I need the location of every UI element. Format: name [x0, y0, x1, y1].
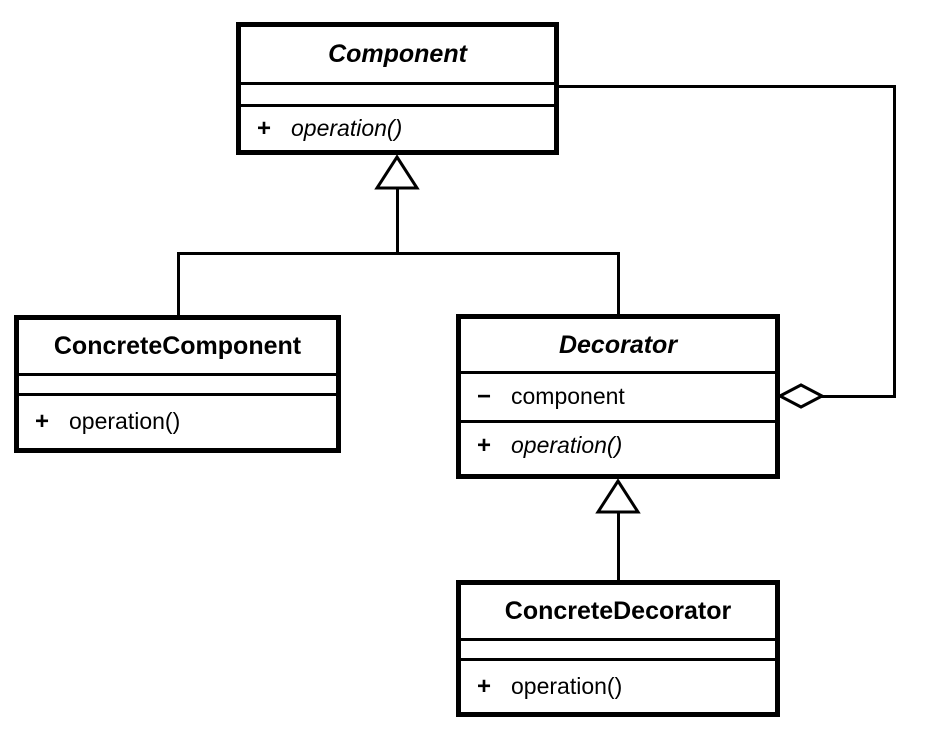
generalization-stem-component	[396, 188, 399, 254]
generalization-drop-decorator	[617, 252, 620, 317]
attributes-compartment-decorator: −component	[461, 371, 775, 420]
methods-compartment-concrete-decorator: + operation()	[461, 658, 775, 712]
visibility-marker: +	[35, 408, 50, 435]
method-row: + operation()	[241, 115, 402, 143]
method-row: + operation()	[461, 673, 622, 701]
class-name-concrete-component: ConcreteComponent	[19, 320, 336, 373]
class-box-concrete-decorator[interactable]: ConcreteDecorator + operation()	[456, 580, 780, 717]
attributes-compartment-concrete-component	[19, 373, 336, 393]
class-name-component: Component	[241, 27, 554, 82]
aggregation-segment-vertical	[893, 85, 896, 397]
aggregation-segment-horizontal-upper	[556, 85, 896, 88]
generalization-arrowhead-decorator	[595, 479, 641, 515]
attribute-row: −component	[461, 383, 625, 411]
method-row: + operation()	[461, 432, 622, 460]
attributes-compartment-component	[241, 82, 554, 104]
aggregation-diamond	[777, 382, 825, 410]
aggregation-segment-horizontal-lower	[820, 395, 896, 398]
class-box-decorator[interactable]: Decorator −component + operation()	[456, 314, 780, 479]
method-label: operation()	[511, 672, 623, 699]
class-box-concrete-component[interactable]: ConcreteComponent + operation()	[14, 315, 341, 453]
methods-compartment-component: + operation()	[241, 104, 554, 150]
visibility-marker: +	[257, 114, 272, 142]
generalization-bus	[177, 252, 620, 255]
visibility-marker: −	[477, 383, 492, 410]
generalization-drop-concrete-component	[177, 252, 180, 318]
method-label: operation()	[511, 432, 623, 458]
method-row: + operation()	[19, 408, 180, 436]
attribute-label: component	[511, 383, 625, 409]
visibility-marker: +	[477, 432, 492, 459]
methods-compartment-concrete-component: + operation()	[19, 393, 336, 448]
generalization-stem-concrete-decorator	[617, 511, 620, 583]
visibility-marker: +	[477, 672, 492, 700]
class-box-component[interactable]: Component + operation()	[236, 22, 559, 155]
class-name-concrete-decorator: ConcreteDecorator	[461, 585, 775, 638]
attributes-compartment-concrete-decorator	[461, 638, 775, 658]
method-label: operation()	[69, 408, 181, 434]
class-name-decorator: Decorator	[461, 319, 775, 371]
generalization-arrowhead-component	[374, 155, 420, 191]
method-label: operation()	[291, 114, 403, 141]
methods-compartment-decorator: + operation()	[461, 420, 775, 469]
